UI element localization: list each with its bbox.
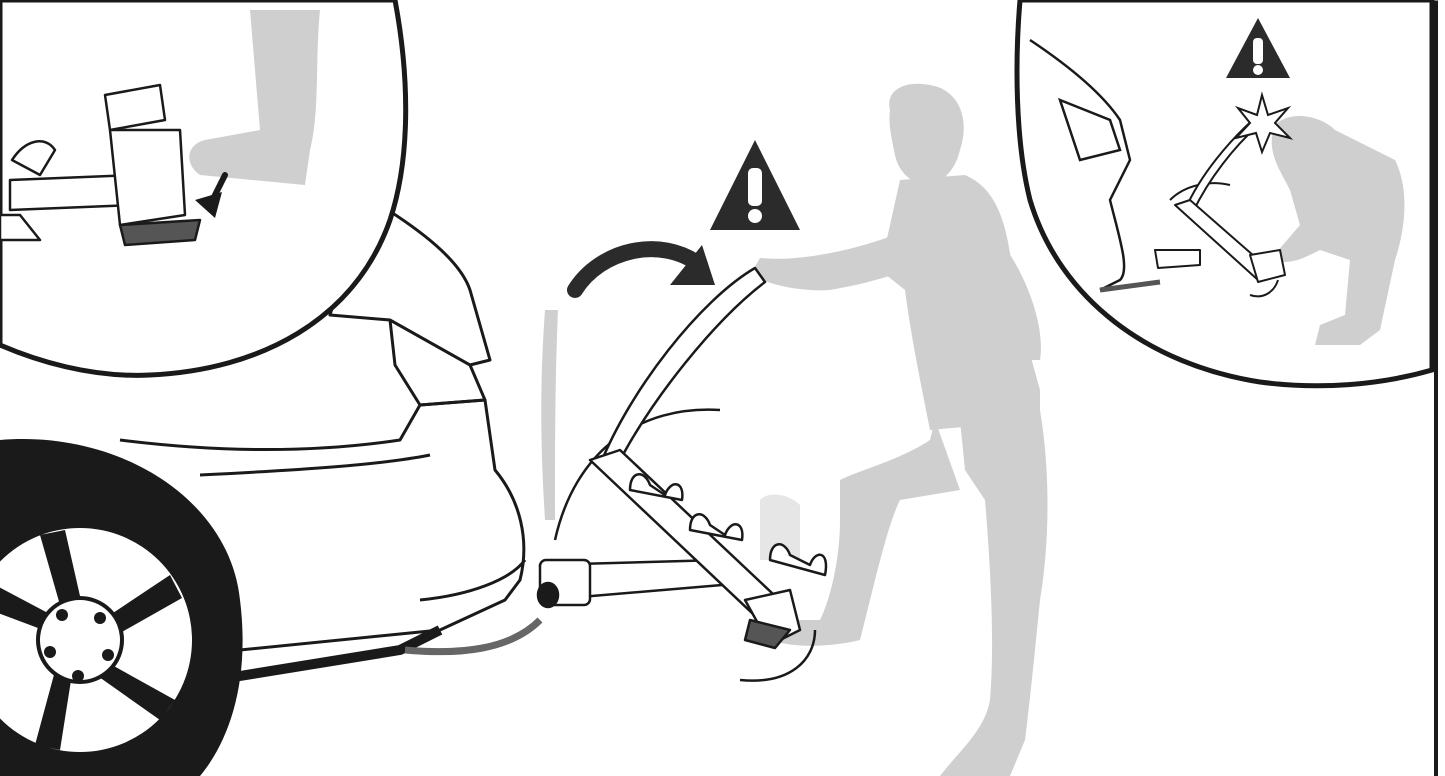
inset-car-light xyxy=(1057,97,1122,162)
wheel-cradle-3 xyxy=(768,543,828,577)
hitch-shadow xyxy=(404,617,543,656)
car-body-crease xyxy=(199,453,431,477)
rack-foot-pad xyxy=(743,618,792,650)
inset-cradle-left xyxy=(10,140,57,177)
inset-car-rear xyxy=(1029,38,1132,292)
car-lower-trim xyxy=(214,625,443,685)
inset-impact-warning xyxy=(1014,0,1435,389)
impact-star-icon xyxy=(1232,91,1294,155)
tilt-mast-arm xyxy=(598,266,767,472)
car-body-side xyxy=(119,398,526,652)
inset-tray-end xyxy=(0,213,42,242)
inset-cradle-top xyxy=(103,83,167,132)
inset-foot-pedal-pad xyxy=(118,218,202,247)
bike-rack xyxy=(536,266,828,650)
swing-arc-lower xyxy=(739,629,817,682)
down-arrow-icon xyxy=(195,172,228,218)
wheel-cradle-1 xyxy=(628,473,684,502)
inset-person-silhouette xyxy=(1270,115,1405,345)
person-silhouette xyxy=(750,83,1048,776)
inset-leg-silhouette xyxy=(189,10,320,185)
rack-previous-position xyxy=(541,310,558,520)
warning-triangle-icon xyxy=(710,140,800,230)
car xyxy=(119,203,527,685)
car-tail-light xyxy=(388,318,487,407)
inset-foot-pedal xyxy=(0,0,409,378)
car-bumper xyxy=(419,559,527,602)
wheel-hub xyxy=(36,596,124,684)
inset-swing-arc-bottom xyxy=(1249,279,1279,298)
warning-triangle-small-icon xyxy=(1226,18,1290,78)
inset-car-bumper xyxy=(1099,279,1161,293)
curved-arrow-icon xyxy=(567,241,715,298)
lug-nuts xyxy=(44,609,114,682)
inset-pivot-housing xyxy=(108,128,187,227)
receiver-pin xyxy=(536,581,560,609)
inset-hitch xyxy=(1154,249,1201,269)
wheel-cradle-2 xyxy=(688,513,744,542)
inset-rack-end xyxy=(1249,249,1286,283)
faded-rack-ghost xyxy=(760,494,800,560)
car-wheel xyxy=(0,439,243,776)
